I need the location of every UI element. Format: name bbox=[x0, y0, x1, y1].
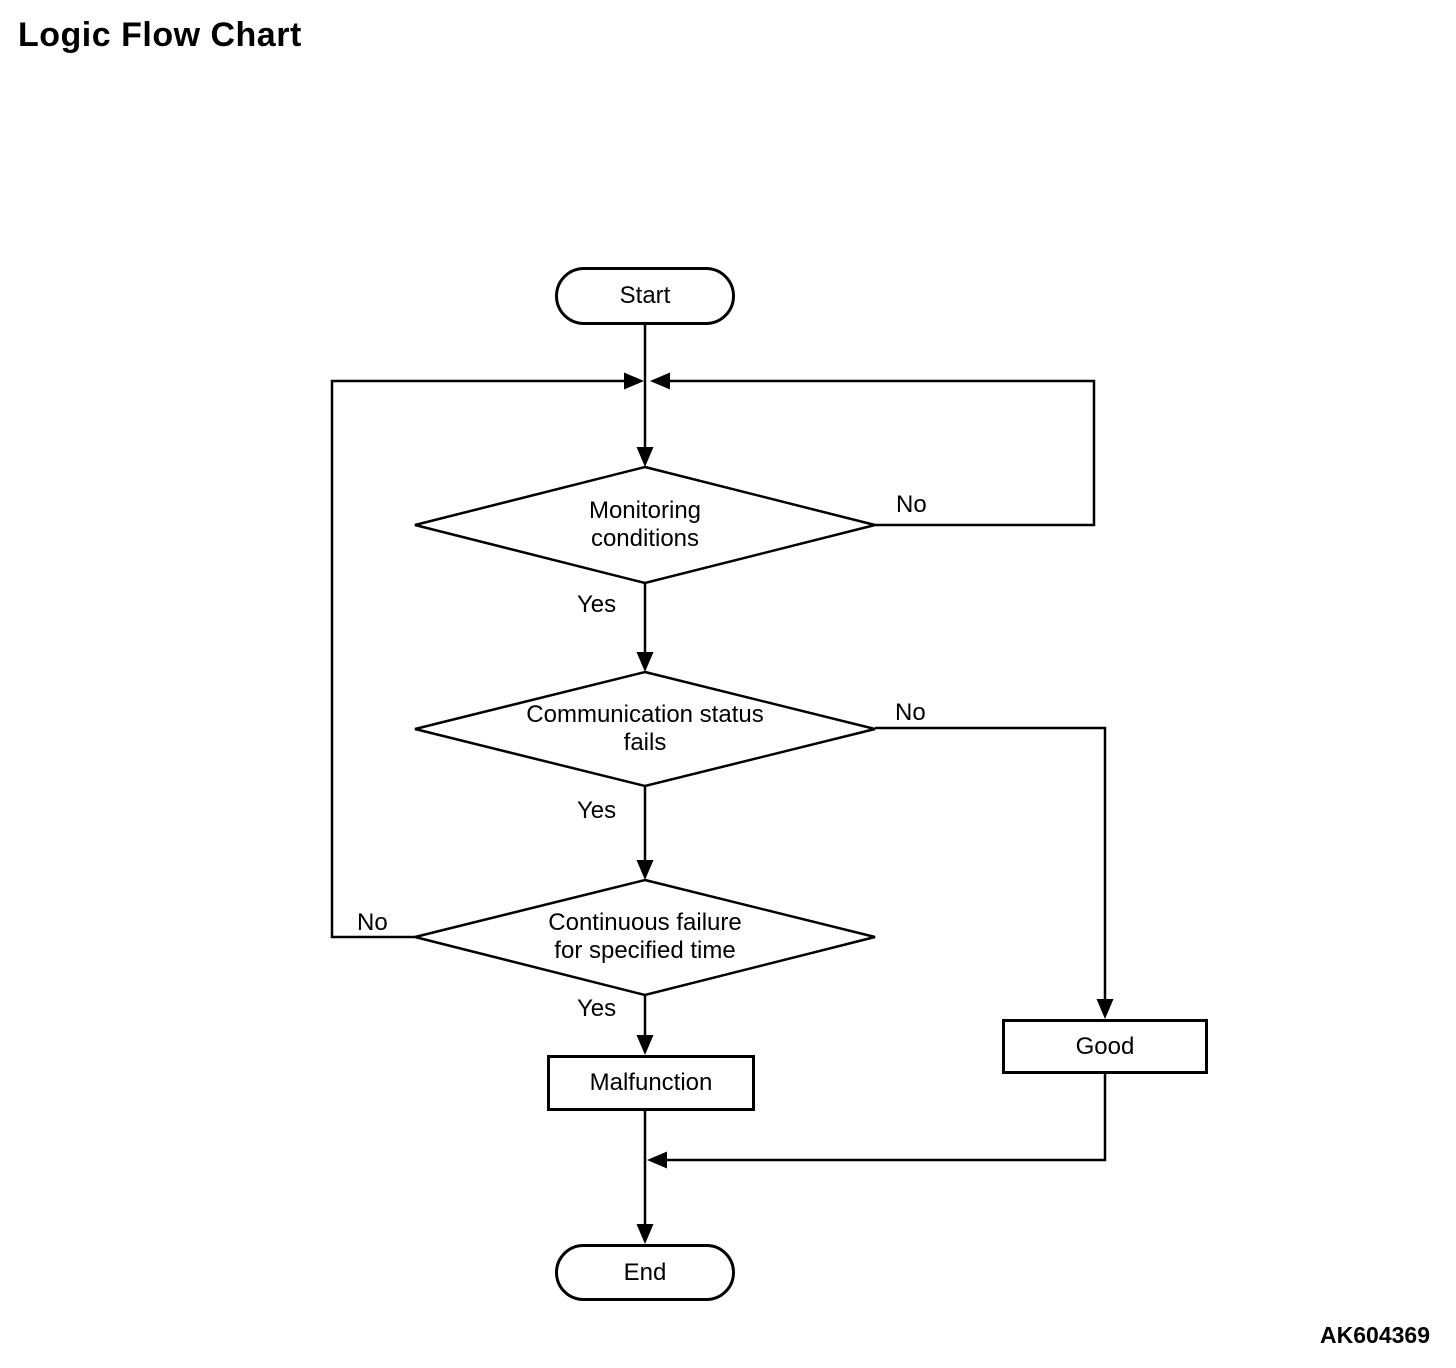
arrowhead-into-continuous bbox=[636, 860, 654, 880]
continuous-no-label: No bbox=[357, 909, 388, 936]
end-node: End bbox=[555, 1244, 735, 1301]
edge-communication-no bbox=[875, 726, 1107, 1001]
page-title: Logic Flow Chart bbox=[18, 16, 302, 54]
arrowhead-into-malfunction bbox=[636, 1035, 654, 1055]
figure-code: AK604369 bbox=[1320, 1322, 1430, 1348]
monitoring-decision-label: Monitoring conditions bbox=[588, 497, 702, 552]
arrowhead-good-merge bbox=[647, 1151, 667, 1169]
arrowhead-into-monitoring bbox=[636, 447, 654, 467]
start-node: Start bbox=[555, 267, 735, 325]
decision-communication-shape bbox=[414, 670, 876, 788]
monitoring-yes-label: Yes bbox=[577, 591, 617, 618]
decision-continuous-shape bbox=[414, 878, 876, 997]
arrowhead-into-good bbox=[1096, 999, 1114, 1019]
decision-monitoring-shape bbox=[414, 465, 876, 585]
continuous-decision-label: Continuous failure for specified time bbox=[548, 909, 742, 964]
arrowhead-into-communication bbox=[636, 652, 654, 672]
communication-no-label: No bbox=[895, 699, 926, 726]
arrowhead-left-loop-merge bbox=[624, 372, 644, 390]
good-node-label: Good bbox=[1075, 1032, 1135, 1060]
arrowhead-right-loop-merge bbox=[650, 372, 670, 390]
edge-good-to-merge bbox=[667, 1073, 1107, 1162]
communication-yes-label: Yes bbox=[577, 797, 617, 824]
good-node: Good bbox=[1002, 1019, 1208, 1074]
continuous-yes-label: Yes bbox=[577, 995, 617, 1022]
arrowhead-into-end bbox=[636, 1224, 654, 1244]
edge-monitoring-no-loop bbox=[668, 379, 1096, 527]
communication-decision-label: Communication status fails bbox=[526, 701, 764, 756]
start-node-label: Start bbox=[619, 282, 671, 310]
malfunction-node: Malfunction bbox=[547, 1055, 755, 1111]
monitoring-no-label: No bbox=[896, 491, 927, 518]
end-node-label: End bbox=[623, 1258, 667, 1286]
edge-continuous-no-loop bbox=[330, 379, 624, 939]
malfunction-node-label: Malfunction bbox=[589, 1069, 713, 1097]
